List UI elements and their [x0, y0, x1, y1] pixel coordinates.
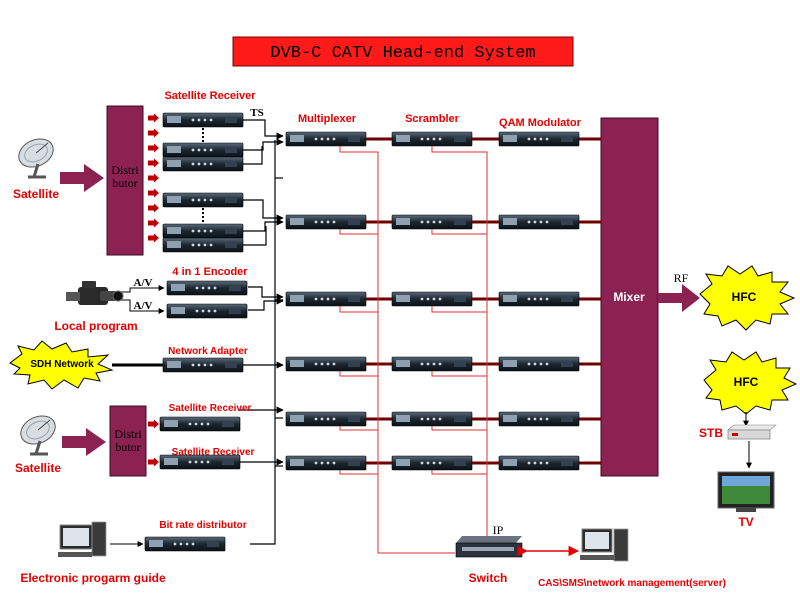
satellite-top-arrow	[60, 164, 104, 192]
page-title: DVB-C CATV Head-end System	[270, 44, 535, 63]
hfc-main-label: HFC	[732, 290, 757, 304]
stb-label: STB	[699, 426, 723, 440]
qam-modulator-label: QAM Modulator	[499, 117, 582, 129]
management-lines	[339, 146, 488, 554]
distributor-top-label-1: Distri	[111, 163, 139, 177]
multiplexer-column	[285, 131, 367, 471]
hfc-user-burst	[703, 351, 798, 415]
satellite-bottom-label: Satellite	[15, 461, 61, 475]
sdh-network-burst	[9, 340, 114, 390]
satellite-top-label: Satellite	[13, 187, 59, 201]
ts-label: TS	[250, 107, 263, 119]
satellite-bottom-arrow	[62, 428, 106, 456]
ip-label: IP	[493, 523, 504, 537]
satellite-dish-icon	[14, 409, 62, 456]
switch-label: Switch	[469, 571, 508, 585]
bit-rate-distributor-label: Bit rate distributor	[159, 520, 246, 531]
distributor-top-label-2: butor	[112, 176, 137, 190]
av-label-1: A/V	[134, 277, 153, 289]
bit-rate-distributor-device	[144, 536, 226, 552]
local-program-label: Local program	[54, 319, 137, 333]
rf-arrow	[658, 284, 700, 312]
av-label-2: A/V	[134, 300, 153, 312]
encoder-device	[166, 303, 248, 319]
satellite-receiver-2-device	[159, 416, 241, 432]
network-switch-icon	[455, 536, 523, 558]
distributor-bottom-label-1: Distri	[114, 427, 142, 441]
satellite-receiver-3-label: Satellite Receiver	[172, 447, 255, 458]
epg-label: Electronic progarm guide	[20, 571, 166, 585]
satellite-receivers-group-2	[162, 192, 244, 253]
satellite-dish-icon	[12, 132, 60, 179]
set-top-box-icon	[727, 424, 777, 440]
qam-modulator-column	[498, 131, 580, 471]
server-icon	[580, 528, 629, 562]
distributor-bottom-label-2: butor	[115, 440, 140, 454]
av-lines	[116, 285, 165, 314]
satellite-receiver-label: Satellite Receiver	[164, 90, 256, 102]
stage-links	[366, 137, 601, 465]
satellite-receiver-2-label: Satellite Receiver	[169, 403, 252, 414]
network-adapter-device	[162, 357, 244, 373]
receiver-3-arrow	[148, 457, 159, 467]
tv-icon	[717, 471, 775, 512]
distributor-output-arrows	[148, 113, 159, 243]
rf-label: RF	[674, 271, 689, 285]
encoder-device	[166, 280, 248, 296]
mixer-block	[600, 117, 659, 477]
camcorder-icon	[66, 281, 124, 305]
title-banner	[232, 36, 574, 67]
receiver-2-arrow	[148, 419, 159, 429]
server-label: CAS\SMS\network management(server)	[538, 578, 726, 589]
distributor-bottom	[109, 405, 147, 477]
mixer-label: Mixer	[613, 290, 645, 304]
multiplexer-label: Multiplexer	[298, 113, 357, 125]
tv-label: TV	[738, 515, 753, 529]
scrambler-column	[391, 131, 473, 471]
sdh-network-label: SDH Network	[30, 359, 94, 370]
hfc-user-label: HFC	[734, 375, 759, 389]
encoder-label: 4 in 1 Encoder	[172, 266, 248, 278]
scrambler-label: Scrambler	[405, 113, 460, 125]
input-connectors	[240, 119, 284, 545]
satellite-receiver-3-device	[159, 454, 241, 470]
network-adapter-label: Network Adapter	[168, 346, 248, 357]
hfc-main-burst	[699, 265, 796, 331]
distributor-top	[106, 105, 144, 256]
computer-icon	[58, 521, 107, 557]
